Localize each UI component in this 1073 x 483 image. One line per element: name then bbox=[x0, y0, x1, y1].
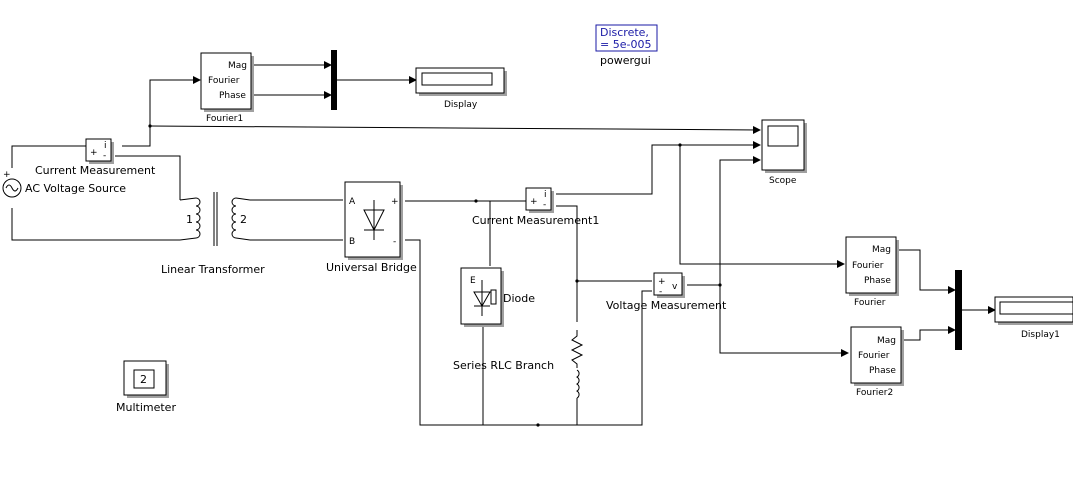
fourier-fourier-label: Fourier bbox=[852, 261, 884, 271]
multimeter-label: Multimeter bbox=[116, 401, 176, 414]
display1-label: Display1 bbox=[1021, 330, 1060, 340]
ac-voltage-source-block[interactable]: + AC Voltage Source bbox=[2, 170, 126, 198]
powergui-label: powergui bbox=[600, 54, 651, 67]
fourier2-mag-port: Mag bbox=[877, 336, 896, 346]
fourier2-label: Fourier2 bbox=[856, 388, 893, 398]
mux-block[interactable] bbox=[331, 50, 337, 110]
linear-transformer-block[interactable]: 1 2 Linear Transformer bbox=[161, 192, 265, 276]
transformer-port-2: 2 bbox=[240, 213, 247, 226]
scope-block[interactable]: Scope bbox=[761, 119, 807, 186]
fourier1-fourier-label: Fourier bbox=[208, 76, 240, 86]
linear-transformer-label: Linear Transformer bbox=[161, 263, 265, 276]
multimeter-block[interactable]: 2 Multimeter bbox=[116, 360, 176, 414]
display1-block[interactable]: Display1 bbox=[994, 296, 1073, 340]
cm-plus: + bbox=[90, 148, 98, 158]
fourier1-block[interactable]: Mag Fourier Phase Fourier1 bbox=[200, 52, 254, 124]
powergui-line1: Discrete, bbox=[600, 26, 649, 39]
mux2-block[interactable] bbox=[955, 270, 962, 350]
fourier-phase-port: Phase bbox=[864, 276, 891, 286]
cm1-plus: + bbox=[530, 197, 538, 207]
current-measurement1-label: Current Measurement1 bbox=[472, 214, 599, 227]
fourier-block[interactable]: Mag Fourier Phase Fourier bbox=[845, 236, 899, 308]
diode-e: E bbox=[470, 276, 476, 286]
series-rlc-branch-block[interactable]: Series RLC Branch bbox=[453, 330, 584, 406]
sine-icon bbox=[5, 184, 19, 192]
bridge-plus: + bbox=[391, 197, 399, 207]
display-label: Display bbox=[444, 100, 478, 110]
multimeter-value: 2 bbox=[140, 373, 147, 386]
display-block[interactable]: Display bbox=[415, 67, 507, 110]
current-measurement-block[interactable]: + i - Current Measurement bbox=[35, 138, 156, 177]
vm-v: v bbox=[672, 282, 678, 292]
powergui-block[interactable]: Discrete, = 5e-005 powergui bbox=[595, 24, 658, 67]
cm1-i: i bbox=[544, 190, 547, 200]
inductor-icon bbox=[575, 369, 580, 399]
voltage-measurement-label: Voltage Measurement bbox=[606, 299, 727, 312]
voltage-measurement-block[interactable]: + - v Voltage Measurement bbox=[606, 272, 727, 312]
ac-plus: + bbox=[3, 170, 11, 180]
cm-i: i bbox=[104, 141, 107, 151]
bridge-a: A bbox=[349, 197, 356, 207]
primary-coil-icon bbox=[195, 197, 201, 239]
signal-wires bbox=[122, 61, 996, 357]
transformer-port-1: 1 bbox=[186, 213, 193, 226]
diode-label: Diode bbox=[503, 292, 535, 305]
fourier1-label: Fourier1 bbox=[206, 114, 243, 124]
secondary-coil-icon bbox=[231, 197, 237, 239]
fourier2-block[interactable]: Mag Fourier Phase Fourier2 bbox=[850, 326, 904, 398]
ac-voltage-source-label: AC Voltage Source bbox=[25, 182, 126, 195]
powergui-line2: = 5e-005 bbox=[600, 38, 651, 51]
universal-bridge-block[interactable]: A B + - Universal Bridge bbox=[326, 181, 417, 274]
fourier2-phase-port: Phase bbox=[869, 366, 896, 376]
universal-bridge-label: Universal Bridge bbox=[326, 261, 417, 274]
power-wires bbox=[11, 145, 652, 427]
bridge-minus: - bbox=[393, 237, 396, 247]
diode-block[interactable]: E Diode bbox=[460, 267, 535, 327]
vm-minus: - bbox=[659, 287, 662, 297]
current-measurement-label: Current Measurement bbox=[35, 164, 156, 177]
scope-label: Scope bbox=[769, 176, 797, 186]
fourier2-fourier-label: Fourier bbox=[858, 351, 890, 361]
current-measurement1-block[interactable]: + i - Current Measurement1 bbox=[472, 187, 599, 227]
resistor-icon bbox=[570, 330, 584, 368]
fourier1-mag-port: Mag bbox=[228, 61, 247, 71]
fourier1-phase-port: Phase bbox=[219, 91, 246, 101]
cm-minus: - bbox=[103, 151, 106, 161]
fourier-mag-port: Mag bbox=[872, 245, 891, 255]
cm1-minus: - bbox=[543, 200, 546, 210]
series-rlc-label: Series RLC Branch bbox=[453, 359, 554, 372]
vm-plus: + bbox=[658, 277, 666, 287]
fourier-label: Fourier bbox=[854, 298, 886, 308]
bridge-b: B bbox=[349, 237, 355, 247]
